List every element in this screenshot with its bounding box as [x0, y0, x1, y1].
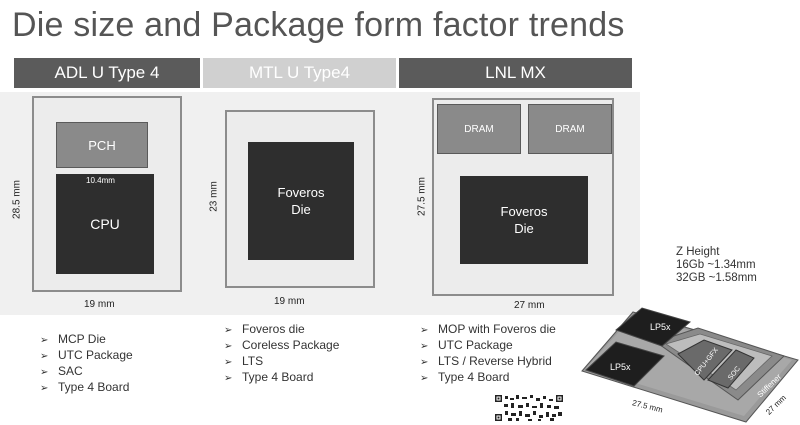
lnl-dram-2: DRAM	[528, 104, 612, 154]
list-item: ➢Foveros die	[224, 322, 305, 336]
package-3d-render: LP5x LP5x CPU+GFX SOC Stiffener 27.5 mm …	[581, 307, 799, 423]
adl-height-label: 28.5 mm	[11, 180, 23, 219]
mtl-die-line2: Die	[291, 202, 311, 217]
list-item: ➢MOP with Foveros die	[420, 322, 556, 336]
adl-cpu-die: CPU	[56, 174, 154, 274]
lnl-dram-1: DRAM	[437, 104, 521, 154]
z-height-info: Z Height 16Gb ~1.34mm 32GB ~1.58mm	[676, 246, 757, 285]
adl-cpu-label: CPU	[90, 216, 120, 232]
arrow-icon: ➢	[224, 357, 233, 368]
arrow-icon: ➢	[420, 373, 429, 384]
adl-pch-die: PCH	[56, 122, 148, 168]
list-item: ➢UTC Package	[40, 348, 133, 362]
lnl-dram-1-label: DRAM	[464, 123, 494, 135]
list-item: ➢Coreless Package	[224, 338, 340, 352]
list-item: ➢Type 4 Board	[224, 370, 314, 384]
lp5x-a-shape	[615, 307, 692, 347]
mtl-width-label: 19 mm	[274, 296, 305, 307]
header-adl: ADL U Type 4	[14, 58, 200, 88]
lnl-width-label: 27 mm	[514, 300, 545, 311]
adl-bullet-list: ➢MCP Die ➢UTC Package ➢SAC ➢Type 4 Board	[40, 332, 133, 396]
lp5x-b-label: LP5x	[610, 362, 631, 372]
arrow-icon: ➢	[40, 383, 49, 394]
lnl-height-label: 27.5 mm	[416, 177, 428, 216]
mtl-bullet-list: ➢Foveros die ➢Coreless Package ➢LTS ➢Typ…	[224, 322, 339, 386]
adl-width-label: 19 mm	[84, 299, 115, 310]
arrow-icon: ➢	[420, 341, 429, 352]
mtl-foveros-die: Foveros Die	[248, 142, 354, 260]
soc-shape	[707, 349, 755, 389]
z-height-16gb: 16Gb ~1.34mm	[676, 259, 756, 271]
list-item: ➢MCP Die	[40, 332, 106, 346]
lnl-die-line2: Die	[514, 221, 534, 236]
arrow-icon: ➢	[40, 351, 49, 362]
list-item: ➢UTC Package	[420, 338, 513, 352]
mtl-die-line1: Foveros	[277, 185, 325, 200]
header-lnl: LNL MX	[399, 58, 632, 88]
mtl-height-label: 23 mm	[208, 181, 220, 212]
list-item: ➢Type 4 Board	[40, 380, 130, 394]
page-title: Die size and Package form factor trends	[12, 6, 625, 44]
z-height-title: Z Height	[676, 246, 720, 258]
lnl-dram-2-label: DRAM	[555, 123, 585, 135]
arrow-icon: ➢	[224, 341, 233, 352]
list-item: ➢SAC	[40, 364, 83, 378]
arrow-icon: ➢	[224, 373, 233, 384]
lnl-foveros-die: Foveros Die	[460, 176, 588, 264]
z-height-32gb: 32GB ~1.58mm	[676, 272, 757, 284]
list-item: ➢LTS	[224, 354, 264, 368]
adl-pch-label: PCH	[88, 137, 116, 153]
dim-a-label: 27.5 mm	[631, 398, 664, 414]
list-item: ➢LTS / Reverse Hybrid	[420, 354, 552, 368]
arrow-icon: ➢	[40, 367, 49, 378]
cpu-gfx-shape	[677, 339, 733, 381]
arrow-icon: ➢	[420, 357, 429, 368]
arrow-icon: ➢	[224, 325, 233, 336]
arrow-icon: ➢	[40, 335, 49, 346]
list-item: ➢Type 4 Board	[420, 370, 510, 384]
lp5x-b-shape	[585, 341, 665, 387]
lp5x-a-label: LP5x	[650, 322, 671, 332]
header-mtl: MTL U Type4	[203, 58, 396, 88]
lnl-bullet-list: ➢MOP with Foveros die ➢UTC Package ➢LTS …	[420, 322, 556, 386]
qr-code-icon	[494, 394, 564, 422]
lnl-die-line1: Foveros	[500, 204, 548, 219]
arrow-icon: ➢	[420, 325, 429, 336]
adl-cpu-dimension: 10.4mm	[86, 176, 115, 185]
